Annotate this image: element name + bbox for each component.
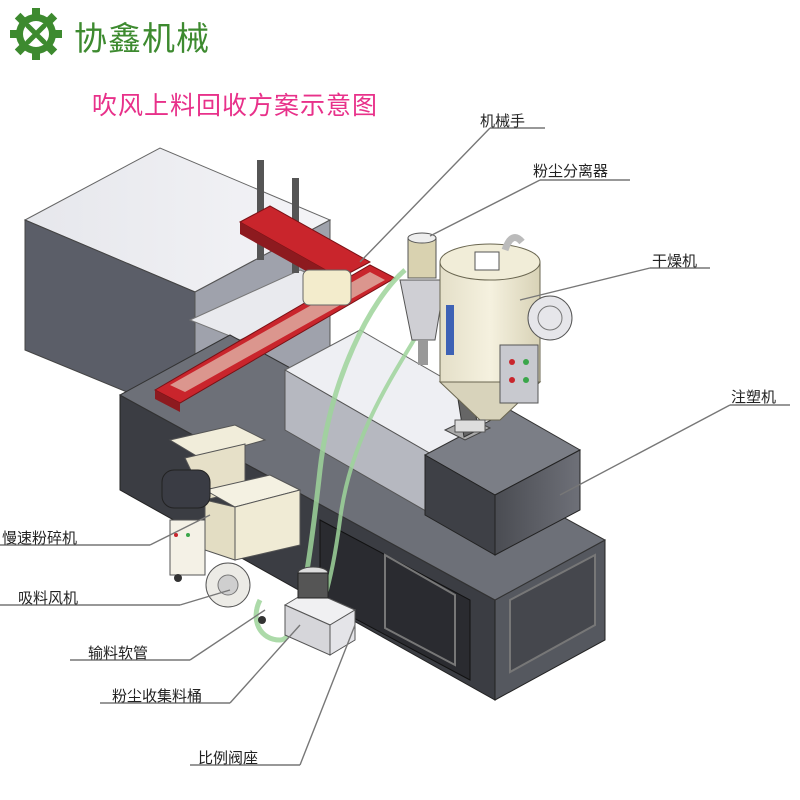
robot-arm: [153, 160, 397, 412]
dryer-unit: [438, 234, 573, 433]
granulator-unit: [161, 424, 302, 624]
brand-header: 协鑫机械: [6, 4, 246, 64]
label-suction-fan: 吸料风机: [18, 589, 79, 607]
gear-x-logo-icon: [10, 8, 62, 60]
dust-bin-unit: [283, 566, 357, 656]
leader-lines: [0, 127, 790, 766]
brand-name: 协鑫机械: [74, 19, 210, 58]
label-injection-machine: 注塑机: [731, 388, 777, 406]
label-dryer: 干燥机: [652, 252, 698, 270]
dust-separator-unit: [399, 232, 446, 365]
label-robot: 机械手: [480, 112, 526, 130]
label-dust-separator: 粉尘分离器: [533, 162, 609, 180]
feed-hose: [253, 268, 407, 643]
label-granulator: 慢速粉碎机: [2, 529, 78, 547]
label-hose: 输料软管: [88, 644, 149, 662]
diagram-title: 吹风上料回收方案示意图: [92, 91, 379, 120]
label-dust-bin: 粉尘收集料桶: [112, 687, 203, 705]
label-valve-seat: 比例阀座: [198, 749, 259, 767]
